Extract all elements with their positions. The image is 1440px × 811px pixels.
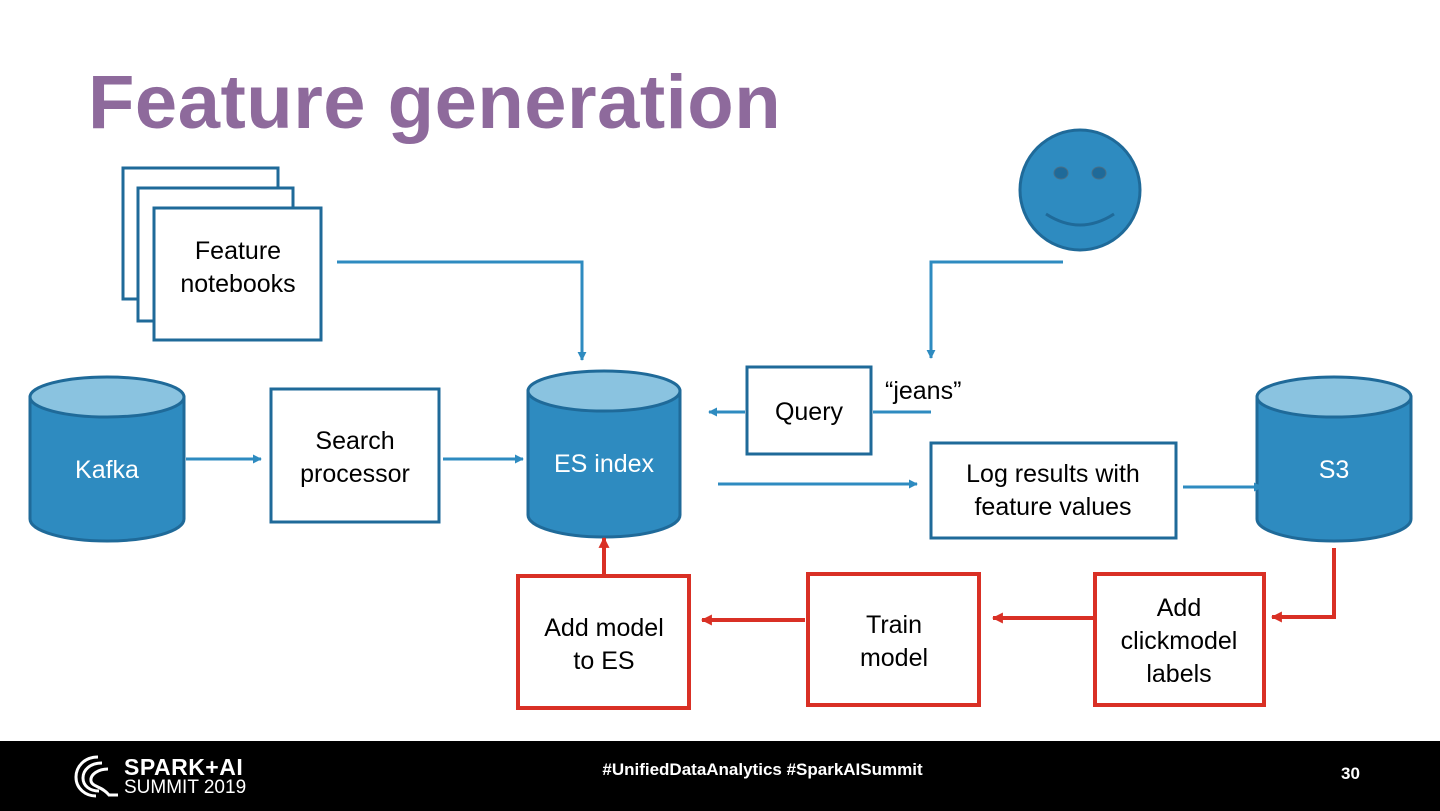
arrow-s3-to-add-clickmodel-labels xyxy=(1270,548,1336,623)
notebook-front-page xyxy=(152,206,323,342)
label-line: to ES xyxy=(573,647,634,675)
add-model-to-es-node: Add model to ES xyxy=(516,574,691,710)
label-line: Search xyxy=(315,427,394,455)
arrow-notebooks-to-es-index xyxy=(337,260,587,361)
query-node: Query xyxy=(745,365,873,456)
spark-ai-summit-logo xyxy=(74,755,118,798)
logo-mark-inner xyxy=(89,767,118,797)
train-model-node: Train model xyxy=(806,572,981,707)
add-clickmodel-labels-box xyxy=(1093,572,1266,707)
es-index-cylinder-top xyxy=(526,369,682,413)
arrow-user-to-query xyxy=(926,260,1063,359)
smile-mouth xyxy=(1045,212,1115,227)
label-line: notebooks xyxy=(180,270,295,298)
kafka-node: Kafka xyxy=(28,375,186,543)
flow-diagram: Feature notebooks Kafka Search processor E… xyxy=(28,128,1413,710)
search-processor-node: Search processor xyxy=(269,387,441,524)
feature-notebooks-node: Feature notebooks xyxy=(121,166,323,342)
kafka-cylinder-top xyxy=(28,375,186,419)
query-example-label: “jeans” xyxy=(885,377,961,405)
train-model-label: Train model xyxy=(860,611,928,672)
add-model-to-es-label: Add model to ES xyxy=(544,614,664,675)
label-line: labels xyxy=(1146,660,1211,688)
s3-label: S3 xyxy=(1319,456,1350,484)
s3-cylinder-top xyxy=(1255,375,1413,419)
s3-cylinder-body xyxy=(1255,395,1413,543)
page-number: 30 xyxy=(1341,764,1360,783)
label-line: feature values xyxy=(974,493,1131,521)
label-line: clickmodel xyxy=(1121,627,1238,655)
right-eye xyxy=(1091,166,1107,180)
es-index-label: ES index xyxy=(554,450,655,478)
logo-wordmark-line1: SPARK+AI xyxy=(124,754,244,780)
left-eye xyxy=(1053,166,1069,180)
kafka-cylinder-body xyxy=(28,395,186,543)
train-model-box xyxy=(806,572,981,707)
search-processor-box xyxy=(269,387,441,524)
label-line: Feature xyxy=(195,237,281,265)
add-model-to-es-box xyxy=(516,574,691,710)
logo-mark-outer xyxy=(74,755,99,798)
footer-hashtags: #UnifiedDataAnalytics #SparkAISummit xyxy=(602,760,923,779)
slide-title: Feature generation xyxy=(88,60,782,145)
add-clickmodel-labels-label: Add clickmodel labels xyxy=(1121,594,1238,688)
query-label: Query xyxy=(775,398,844,426)
label-line: Log results with xyxy=(966,460,1140,488)
query-box xyxy=(745,365,873,456)
feature-notebooks-label: Feature notebooks xyxy=(180,237,295,298)
face-circle xyxy=(1018,128,1142,252)
log-results-label: Log results with feature values xyxy=(966,460,1140,521)
es-index-node: ES index xyxy=(526,369,682,539)
logo-mark-middle xyxy=(81,761,103,793)
label-line: model xyxy=(860,644,928,672)
label-line: Add model xyxy=(544,614,664,642)
footer-bar xyxy=(0,741,1440,811)
smiley-face-icon xyxy=(1018,128,1142,252)
label-line: Train xyxy=(866,611,922,639)
label-line: Add xyxy=(1157,594,1201,622)
log-results-node: Log results with feature values xyxy=(929,441,1178,540)
search-processor-label: Search processor xyxy=(300,427,410,488)
add-clickmodel-labels-node: Add clickmodel labels xyxy=(1093,572,1266,707)
s3-node: S3 xyxy=(1255,375,1413,543)
label-line: processor xyxy=(300,460,410,488)
log-results-box xyxy=(929,441,1178,540)
logo-wordmark-line2: SUMMIT 2019 xyxy=(124,777,247,798)
kafka-label: Kafka xyxy=(75,456,139,484)
